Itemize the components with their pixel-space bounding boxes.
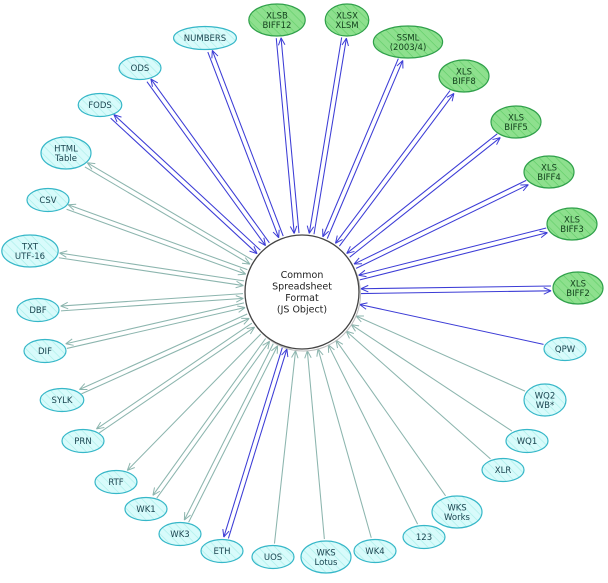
edge-ssml [322,58,404,239]
node-wk4: WK4 [353,538,397,564]
node-dif: DIF [23,338,67,364]
node-eth: ETH [200,538,244,564]
edge-xls-biff3 [358,227,548,281]
edge-rtf [126,333,262,471]
node-ods: ODS [118,55,162,81]
edge-uos [273,350,299,544]
node-qpw: QPW [543,336,587,362]
edge-dif [65,302,246,349]
node-ssml: SSML(2003/4) [372,25,444,59]
edge-wq2-wb [355,315,526,392]
svg-text:FODS: FODS [88,101,112,111]
node-wk3: WK3 [158,521,202,547]
edge-123 [327,344,419,525]
svg-text:DBF: DBF [29,306,46,316]
node-numbers: NUMBERS [173,25,238,51]
svg-text:WK4: WK4 [365,547,384,557]
edge-numbers [207,50,284,239]
edge-sylk [79,313,250,395]
edge-xls-biff8 [334,90,455,247]
svg-text:123: 123 [416,533,432,543]
node-dbf: DBF [16,297,60,323]
edge-dbf [60,293,244,312]
node-rtf: RTF [94,469,138,495]
svg-text:ETH: ETH [214,547,231,557]
node-wq1: WQ1 [505,428,549,454]
node-123: 123 [402,524,446,550]
svg-text:NUMBERS: NUMBERS [184,34,226,44]
edge-wk4 [316,348,372,538]
node-prn: PRN [61,428,105,454]
edges-layer [58,37,552,544]
svg-text:XLR: XLR [495,466,512,476]
svg-text:CSV: CSV [39,196,56,206]
edge-prn [96,322,255,434]
node-csv: CSV [26,187,70,213]
edge-xlsb-biff12 [275,37,300,234]
svg-text:QPW: QPW [555,345,576,355]
node-sylk: SYLK [39,387,85,413]
edge-qpw [359,302,544,345]
node-wk1: WK1 [124,496,168,522]
edge-wk1 [152,338,270,499]
svg-text:DIF: DIF [38,347,52,357]
edge-xls-biff5 [346,133,501,258]
edge-html-table [84,162,253,265]
edge-xlr [345,330,491,460]
edge-txt-utf16 [58,250,245,289]
svg-text:SSML(2003/4): SSML(2003/4) [390,33,427,53]
edge-ods [146,78,270,247]
node-xlr: XLR [481,457,525,483]
edge-csv [66,203,248,276]
edge-xls-biff4 [353,179,529,269]
svg-text:UOS: UOS [264,553,282,563]
svg-text:WQ1: WQ1 [517,437,538,447]
edge-wks-works [335,339,447,497]
svg-text:PRN: PRN [74,437,91,447]
node-fods: FODS [77,92,123,118]
svg-text:SYLK: SYLK [52,396,73,406]
edge-wk3 [183,343,279,523]
svg-text:RTF: RTF [108,478,123,488]
edge-wq1 [350,324,513,432]
svg-text:WK3: WK3 [170,530,189,540]
svg-text:WK1: WK1 [136,505,155,515]
edge-xlsx-xlsm [306,37,349,235]
edge-fods [110,114,261,255]
edge-xls-biff2 [360,284,552,295]
edge-eth [222,347,289,539]
node-uos: UOS [251,544,295,570]
svg-text:ODS: ODS [131,64,150,74]
edge-wks-lotus [304,350,325,540]
